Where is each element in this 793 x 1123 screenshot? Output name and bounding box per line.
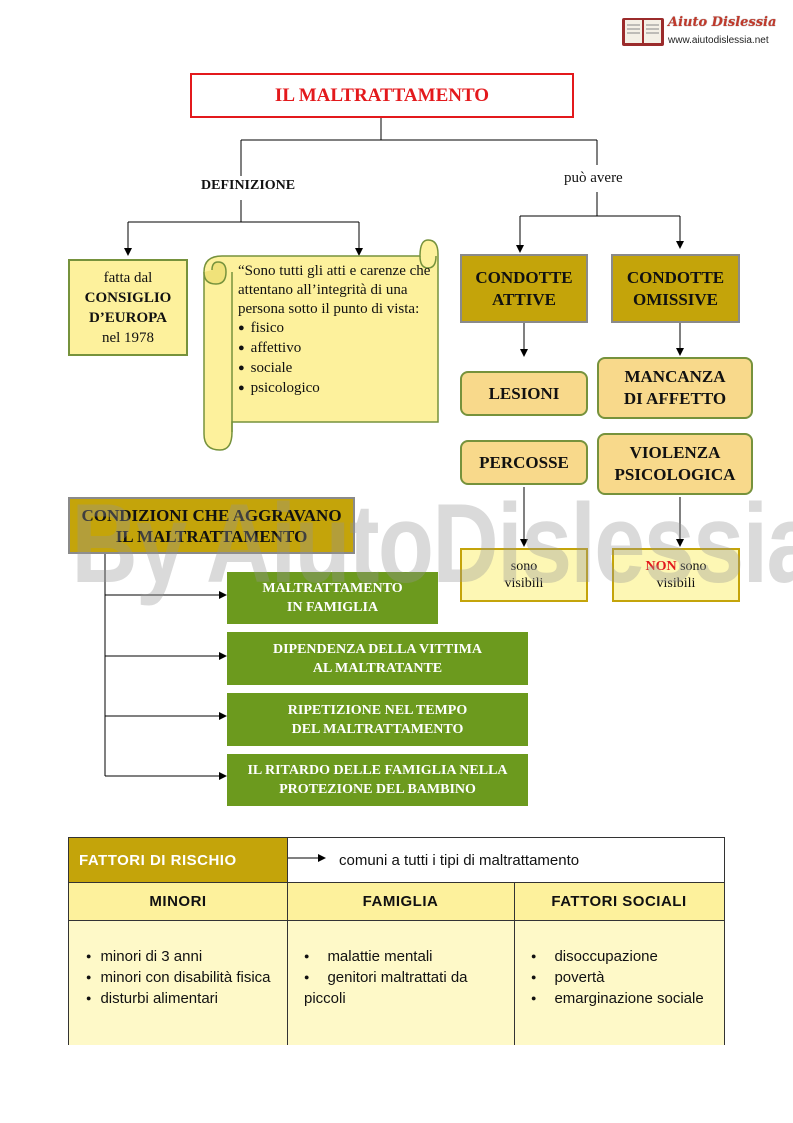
list-item: malattie mentali [304,947,502,968]
aggravante-line2: PROTEZIONE DEL BAMBINO [279,782,476,797]
definition-item: psicologico [238,379,438,399]
aggravante-line1: RIPETIZIONE NEL TEMPO [287,702,468,718]
definition-text: “Sono tutti gli atti e carenze che atten… [238,262,438,399]
fatta-dal-line2: CONSIGLIO [84,289,172,306]
fatta-dal-line1: fatta dal [103,269,153,286]
divider [287,882,288,1045]
aggravante-line2: DEL MALTRATTAMENTO [291,721,464,737]
divider [287,838,288,882]
visibili-line2: visibili [504,576,544,591]
non-visibili-line2: visibili [656,576,696,591]
box-mancanza-affetto: MANCANZA DI AFFETTO [597,357,753,419]
condizioni-line1: CONDIZIONI CHE AGGRAVANO [81,505,342,525]
cell-famiglia: malattie mentali genitori maltrattati da… [287,920,514,1045]
box-percosse: PERCOSSE [460,440,588,485]
box-aggravante: IL RITARDO DELLE FAMIGLIA NELLA PROTEZIO… [227,754,528,806]
box-aggravante: DIPENDENZA DELLA VITTIMA AL MALTRATANTE [227,632,528,685]
definition-item: sociale [238,359,438,379]
mancanza-line1: MANCANZA [624,367,726,386]
sono-word: sono [676,559,707,574]
condotte-omissive-line2: OMISSIVE [632,289,719,309]
box-lesioni: LESIONI [460,371,588,416]
box-condotte-omissive: CONDOTTE OMISSIVE [611,254,740,323]
label-definizione: DEFINIZIONE [201,178,296,193]
aggravante-line2: AL MALTRATANTE [312,660,443,676]
aggravante-line1: MALTRATTAMENTO [262,581,403,596]
box-condotte-attive: CONDOTTE ATTIVE [460,254,588,323]
box-sono-visibili: sono visibili [460,548,588,602]
cell-fattori-sociali: disoccupazione povertà emarginazione soc… [514,920,724,1045]
definition-item: fisico [238,319,438,339]
aggravante-line2: IN FAMIGLIA [286,600,379,615]
fattori-table: FATTORI DI RISCHIO comuni a tutti i tipi… [68,837,725,1045]
box-consiglio-europa: fatta dal CONSIGLIO D’EUROPA nel 1978 [68,259,188,356]
list-item: disoccupazione [531,947,712,968]
fatta-dal-line4: nel 1978 [101,329,155,346]
fattori-subtitle: comuni a tutti i tipi di maltrattamento [339,851,580,869]
condizioni-line2: IL MALTRATTAMENTO [115,526,308,546]
definition-sentence: “Sono tutti gli atti e carenze che atten… [238,263,431,317]
logo-title: Aiuto Dislessia [668,15,777,30]
condotte-omissive-line1: CONDOTTE [626,267,725,287]
list-item: emarginazione sociale [531,989,712,1010]
non-visibili-line1: NON sono [645,558,706,575]
condotte-attive-line2: ATTIVE [492,289,556,309]
definition-list: fisico affettivo sociale psicologico [238,319,438,399]
header-minori: MINORI [69,882,287,920]
list-item: minori di 3 anni [86,947,275,968]
logo-url: www.aiutodislessia.net [668,35,769,46]
violenza-line2: PSICOLOGICA [614,465,736,484]
box-aggravante: RIPETIZIONE NEL TEMPO DEL MALTRATTAMENTO [227,693,528,746]
list-item: disturbi alimentari [86,989,275,1010]
non-word: NON [645,559,677,574]
box-violenza-psicologica: VIOLENZA PSICOLOGICA [597,433,753,495]
condotte-attive-line1: CONDOTTE [475,267,573,287]
label-puo-avere: può avere [564,170,623,186]
book-logo-icon [622,18,664,46]
list-item: minori con disabilità fisica [86,968,275,989]
box-condizioni: CONDIZIONI CHE AGGRAVANO IL MALTRATTAMEN… [68,497,355,554]
fatta-dal-line3: D’EUROPA [88,309,168,326]
visibili-line1: sono [510,559,538,574]
aggravante-line1: IL RITARDO DELLE FAMIGLIA NELLA [247,763,508,778]
mancanza-line2: DI AFFETTO [623,389,727,408]
cell-minori: minori di 3 anni minori con disabilità f… [69,920,287,1045]
header-fattori-sociali: FATTORI SOCIALI [514,882,724,920]
box-non-visibili: NON sono visibili [612,548,740,602]
violenza-line1: VIOLENZA [629,443,721,462]
page-title: IL MALTRATTAMENTO [190,73,574,118]
divider [514,882,515,1045]
aggravante-line1: DIPENDENZA DELLA VITTIMA [272,641,482,657]
box-aggravante: MALTRATTAMENTO IN FAMIGLIA [227,572,438,624]
header-famiglia: FAMIGLIA [287,882,514,920]
definition-item: affettivo [238,339,438,359]
list-item: povertà [531,968,712,989]
list-item: genitori maltrattati da piccoli [304,968,502,1009]
fattori-title: FATTORI DI RISCHIO [69,838,287,882]
